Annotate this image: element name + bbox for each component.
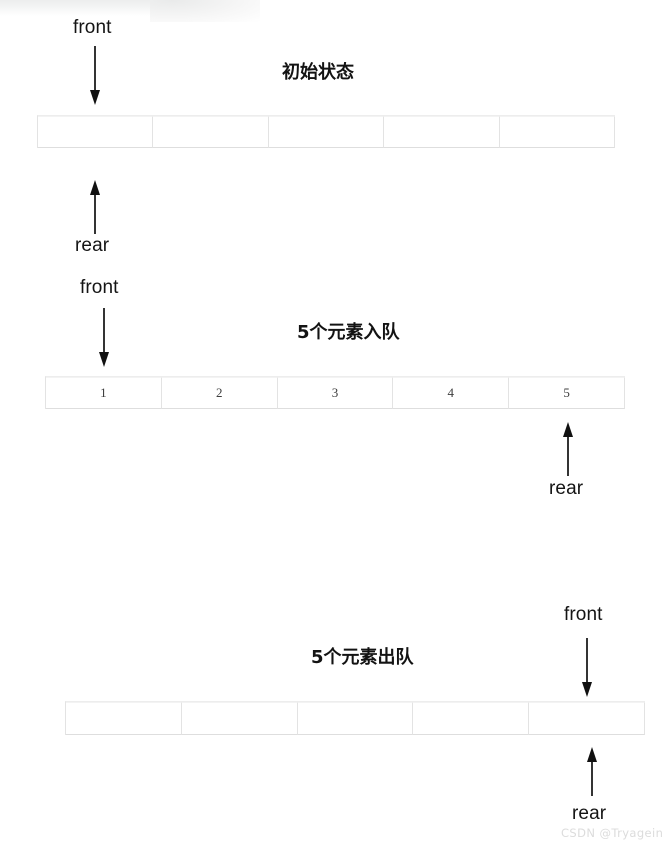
queue-cell: 2 — [161, 377, 278, 409]
section-2-front-label: front — [80, 277, 119, 298]
queue-cell — [413, 702, 530, 735]
section-3-rear-arrow-up-icon — [583, 747, 601, 797]
csdn-watermark: CSDN @Tryagein — [561, 826, 664, 840]
queue-cell — [66, 702, 182, 735]
queue-cell: 4 — [393, 377, 510, 409]
section-3-rear-label: rear — [572, 803, 607, 824]
queue-cell: 5 — [509, 377, 625, 409]
top-gradient-artifact — [0, 0, 210, 16]
queue-strip-initial-state — [37, 115, 616, 148]
section-2-rear-arrow-up-icon — [559, 422, 577, 477]
section-2-rear-label: rear — [549, 478, 584, 499]
queue-strip-five-dequeue — [65, 701, 645, 735]
queue-cell — [384, 116, 500, 148]
section-3-front-label: front — [564, 604, 603, 625]
queue-cell — [529, 702, 645, 735]
queue-cell — [153, 116, 269, 148]
section-1-rear-label: rear — [75, 235, 110, 256]
section-3-title: 5个元素出队 — [311, 647, 414, 668]
section-2-title: 5个元素入队 — [297, 322, 400, 343]
section-1-title: 初始状态 — [282, 62, 354, 83]
section-1-front-arrow-down-icon — [86, 46, 104, 106]
top-gradient-artifact-secondary — [150, 0, 260, 22]
queue-cell — [181, 702, 298, 735]
section-3-front-arrow-down-icon — [578, 638, 596, 698]
queue-cell: 1 — [46, 377, 162, 409]
section-1-rear-arrow-up-icon — [86, 180, 104, 235]
queue-cell — [499, 116, 616, 148]
section-1-front-label: front — [73, 17, 112, 38]
section-2-front-arrow-down-icon — [95, 308, 113, 368]
queue-cell: 3 — [277, 377, 394, 409]
queue-cell — [38, 116, 154, 148]
queue-cell — [297, 702, 414, 735]
queue-cell — [268, 116, 385, 148]
